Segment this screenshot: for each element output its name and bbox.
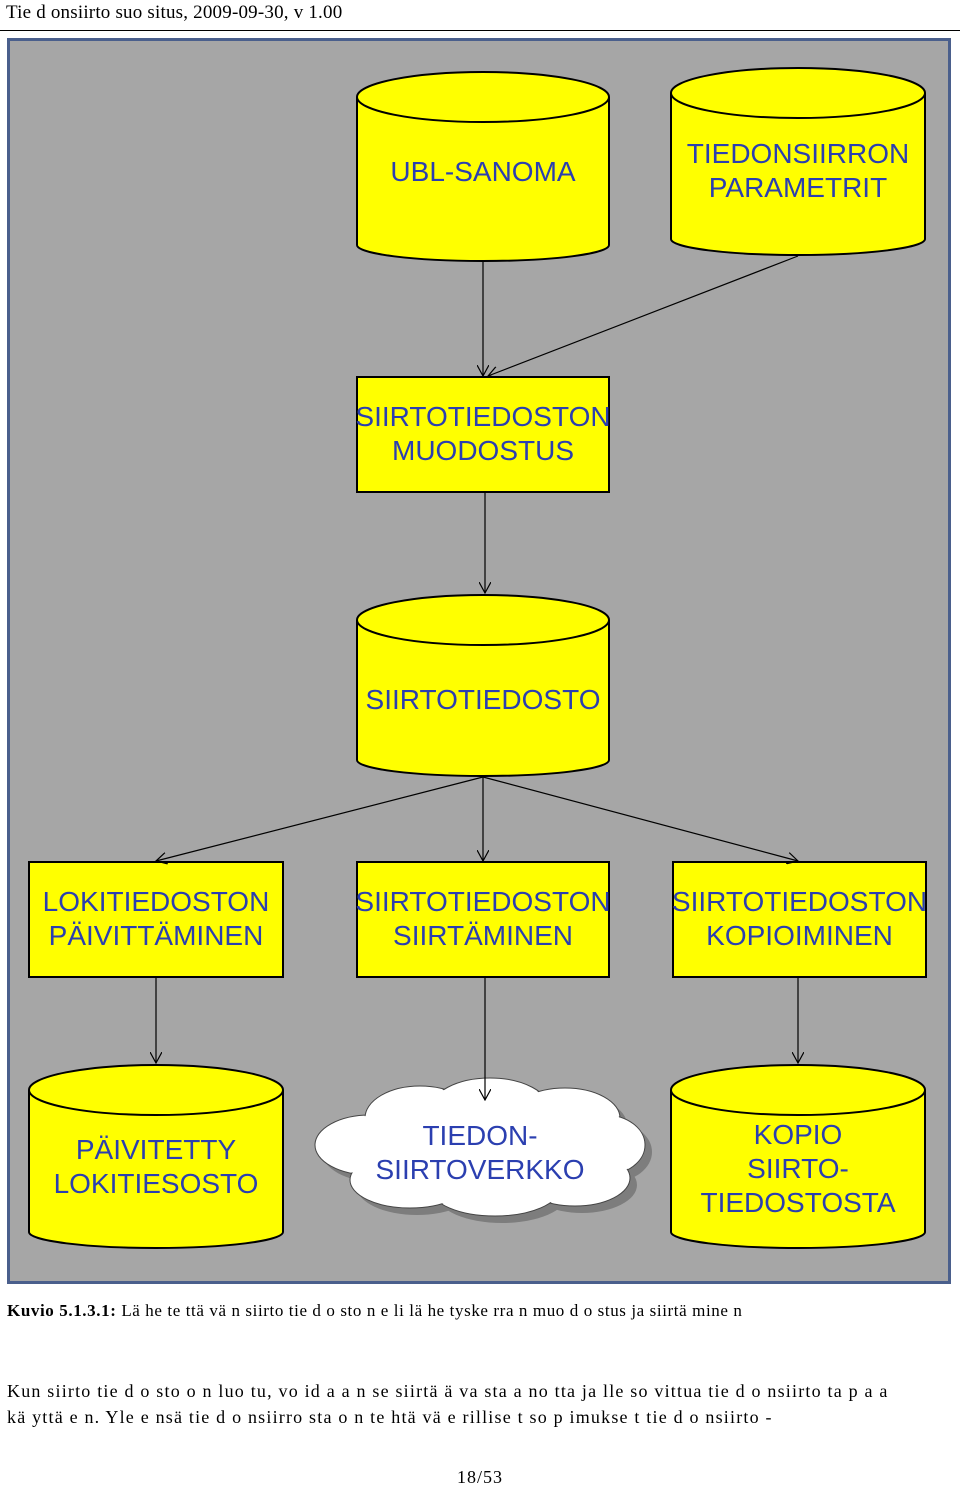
figure-caption: Kuvio 5.1.3.1: Lä he te ttä vä n siirto … [7,1301,742,1321]
siirtotiedosto-label: SIIRTOTIEDOSTO [365,684,601,715]
ubl-sanoma-label: UBL-SANOMA [390,156,576,187]
body-paragraph: Kun siirto tie d o sto o n luo tu, vo id… [7,1378,953,1430]
ubl-sanoma-cylinder [356,71,610,262]
siirtotiedoston-siirtaminen-label: SIIRTOTIEDOSTON SIIRTÄMINEN [355,886,611,951]
paivitetty-lokitiesosto-cylinder [28,1064,284,1249]
body-paragraph-line-1: Kun siirto tie d o sto o n luo tu, vo id… [7,1381,889,1401]
kopio-siirtotiedostosta-cylinder [670,1064,926,1249]
arrow-siirtotiedosto-to-lokitiedosto [156,776,484,861]
tiedonsiirron-parametrit-label: TIEDONSIIRRON PARAMETRIT [686,138,910,203]
document-header: Tie d onsiirto suo situs, 2009-09-30, v … [6,2,343,23]
lokitiedoston-paivittaminen-box [28,861,284,978]
tiedonsiirron-parametrit-cylinder [670,67,926,256]
body-paragraph-line-2: kä yttä e n. Yle e nsä tie d o nsiirro s… [7,1407,773,1427]
siirtotiedoston-muodostus-box [356,376,610,493]
tiedonsiirtoverkko-label: TIEDON- SIIRTOVERKKO [375,1120,585,1185]
paivitetty-lokitiesosto-label: PÄIVITETTY LOKITIESOSTO [53,1134,259,1199]
siirtotiedosto-cylinder [356,594,610,777]
siirtotiedoston-kopioiminen-box [672,861,927,978]
siirtotiedoston-siirtaminen-box [356,861,610,978]
header-rule [0,30,960,31]
connectors [156,255,799,1100]
siirtotiedoston-muodostus-label: SIIRTOTIEDOSTON MUODOSTUS [355,401,611,466]
figure-caption-text: Lä he te ttä vä n siirto tie d o sto n e… [116,1301,743,1320]
page-number: 18/53 [456,1467,503,1487]
flow-diagram [28,67,927,1249]
kopio-siirtotiedostosta-label: KOPIO SIIRTO- TIEDOSTOSTA [700,1119,896,1218]
tiedonsiirtoverkko-cloud [314,1077,652,1223]
siirtotiedoston-kopioiminen-label: SIIRTOTIEDOSTON KOPIOIMINEN [671,886,928,951]
figure-caption-label: Kuvio 5.1.3.1: [7,1301,117,1320]
arrow-parametrit-to-muodostus [488,255,799,376]
lokitiedoston-paivittaminen-label: LOKITIEDOSTON PÄIVITTÄMINEN [42,886,270,951]
arrow-siirtotiedosto-to-kopioiminen [482,776,798,861]
